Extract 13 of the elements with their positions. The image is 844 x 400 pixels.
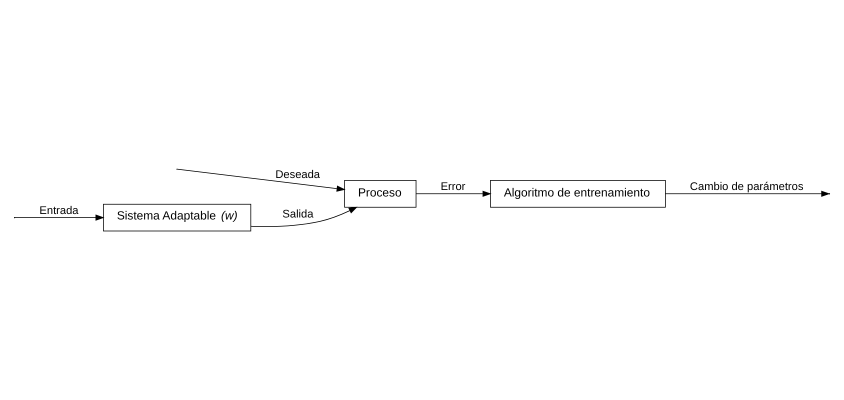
arrow xyxy=(14,214,104,221)
node-box: Sistema Adaptable (w) xyxy=(103,204,252,232)
arrow xyxy=(178,168,346,192)
arrow xyxy=(250,206,358,227)
edge-label: Cambio de parámetros xyxy=(690,181,804,194)
edge-label: Error xyxy=(440,181,466,194)
arrow xyxy=(665,190,830,197)
arrow xyxy=(416,190,492,197)
edge-label: Salida xyxy=(282,208,314,221)
edge-label: Deseada xyxy=(275,169,320,182)
node-box: Proceso xyxy=(344,180,416,208)
node-box: Algoritmo de entrenamiento xyxy=(490,180,666,208)
edge-label: Entrada xyxy=(39,204,79,217)
